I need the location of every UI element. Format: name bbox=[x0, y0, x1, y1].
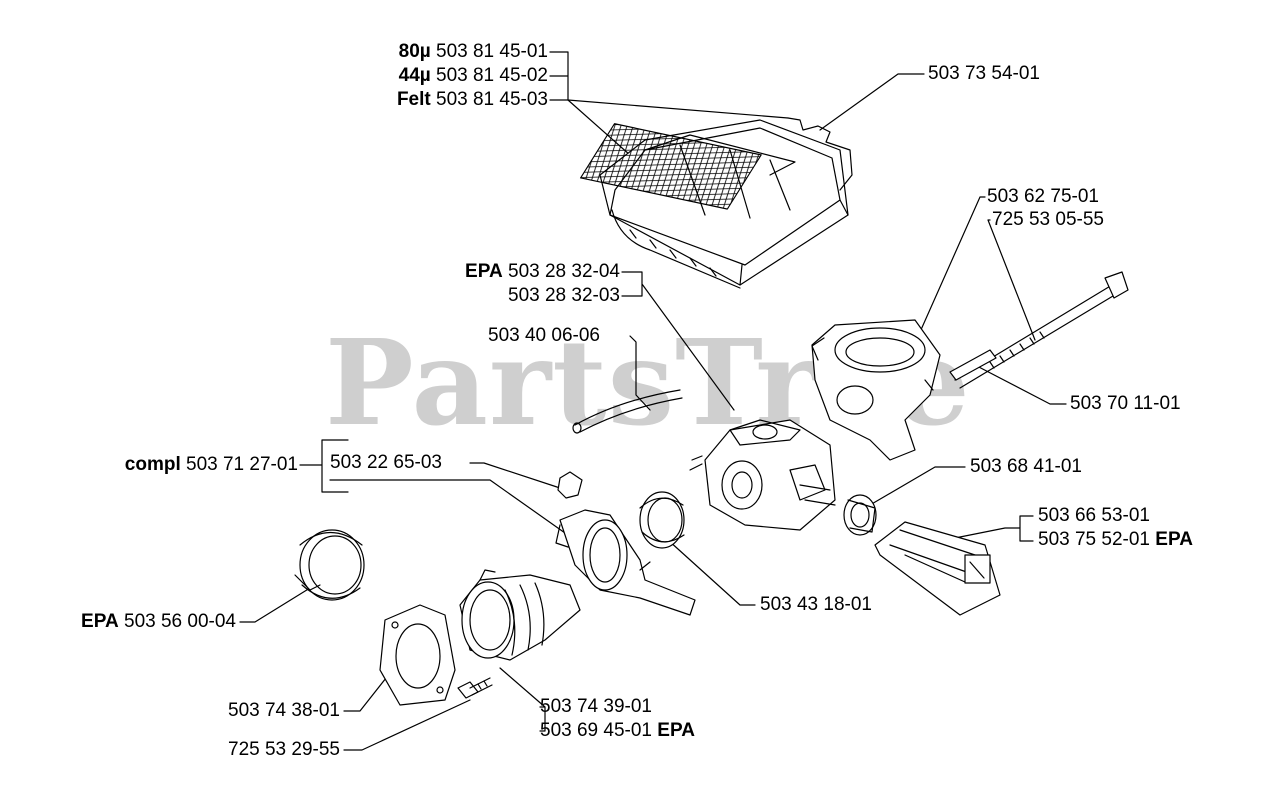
long-bolt bbox=[954, 271, 1129, 389]
clamp-bracket bbox=[555, 509, 696, 616]
label-ring: 503 43 18-01 bbox=[760, 594, 872, 616]
label-intake-b: 503 69 45-01 EPA bbox=[540, 720, 695, 742]
label-compl: compl 503 71 27-01 bbox=[80, 454, 298, 476]
label-bracket-top: 503 73 54-01 bbox=[928, 63, 1040, 85]
label-filter-44: 44µ 503 81 45-02 bbox=[360, 65, 548, 87]
label-prefix: 80µ bbox=[398, 41, 431, 62]
label-prefix: EPA bbox=[465, 261, 503, 282]
label-epa-gasket: EPA 503 28 32-04 bbox=[420, 261, 620, 283]
label-carb-part: 503 22 65-03 bbox=[330, 452, 442, 474]
part-number: 503 81 45-02 bbox=[436, 65, 548, 86]
part-number: 503 43 18-01 bbox=[760, 594, 872, 615]
label-suffix: EPA bbox=[657, 720, 695, 741]
part-number: 503 71 27-01 bbox=[186, 454, 298, 475]
part-number: 503 70 11-01 bbox=[1070, 393, 1181, 414]
label-lever-b: 503 75 52-01 EPA bbox=[1038, 529, 1193, 551]
label-suffix: EPA bbox=[1155, 529, 1193, 550]
label-filter-80: 80µ 503 81 45-01 bbox=[360, 41, 548, 63]
screw bbox=[457, 677, 493, 699]
part-number: 503 81 45-03 bbox=[436, 89, 548, 110]
part-number: 503 74 39-01 bbox=[540, 696, 652, 717]
label-prefix: compl bbox=[124, 454, 181, 475]
air-filter-housing bbox=[579, 117, 853, 289]
label-sleeve: 503 70 11-01 bbox=[1070, 393, 1181, 415]
label-choke: 503 68 41-01 bbox=[970, 456, 1082, 478]
gasket-plate bbox=[379, 604, 456, 706]
part-number: 503 22 65-03 bbox=[330, 452, 442, 473]
label-prefix: Felt bbox=[396, 89, 431, 110]
label-lever-a: 503 66 53-01 bbox=[1038, 505, 1150, 527]
part-number: 503 28 32-04 bbox=[508, 261, 620, 282]
label-prefix: 44µ bbox=[398, 65, 431, 86]
label-prefix: EPA bbox=[81, 611, 119, 632]
part-number: 503 75 52-01 bbox=[1038, 529, 1150, 550]
intake-boot bbox=[459, 569, 581, 661]
part-number: 503 62 75-01 bbox=[987, 186, 1099, 207]
small-clip bbox=[557, 471, 583, 499]
part-number: 503 74 38-01 bbox=[228, 700, 340, 721]
label-gasket-b: 503 28 32-03 bbox=[420, 285, 620, 307]
choke-knob bbox=[843, 494, 877, 536]
label-hose: 503 40 06-06 bbox=[488, 325, 600, 347]
manifold-flange bbox=[811, 319, 941, 461]
carburetor bbox=[689, 419, 836, 531]
part-number: 725 53 29-55 bbox=[228, 739, 340, 760]
lever-housing bbox=[874, 521, 1001, 616]
spacer-sleeve bbox=[949, 349, 997, 381]
part-number: 503 66 53-01 bbox=[1038, 505, 1150, 526]
label-bolt: 725 53 05-55 bbox=[992, 209, 1104, 231]
label-epa-clamp: EPA 503 56 00-04 bbox=[40, 611, 236, 633]
part-number: 503 28 32-03 bbox=[508, 285, 620, 306]
label-screw: 725 53 29-55 bbox=[180, 739, 340, 761]
part-number: 725 53 05-55 bbox=[992, 209, 1104, 230]
leader-lines bbox=[239, 51, 1067, 751]
part-number: 503 68 41-01 bbox=[970, 456, 1082, 477]
fuel-hose bbox=[572, 389, 683, 434]
part-number: 503 73 54-01 bbox=[928, 63, 1040, 84]
label-intake-a: 503 74 39-01 bbox=[540, 696, 652, 718]
part-number: 503 56 00-04 bbox=[124, 611, 236, 632]
label-filter-felt: Felt 503 81 45-03 bbox=[350, 89, 548, 111]
label-manifold: 503 62 75-01 bbox=[987, 186, 1099, 208]
part-number: 503 81 45-01 bbox=[436, 41, 548, 62]
part-number: 503 69 45-01 bbox=[540, 720, 652, 741]
label-gasket-plate: 503 74 38-01 bbox=[180, 700, 340, 722]
part-number: 503 40 06-06 bbox=[488, 325, 600, 346]
hose-clamp bbox=[294, 529, 365, 601]
rubber-ring bbox=[639, 491, 685, 549]
